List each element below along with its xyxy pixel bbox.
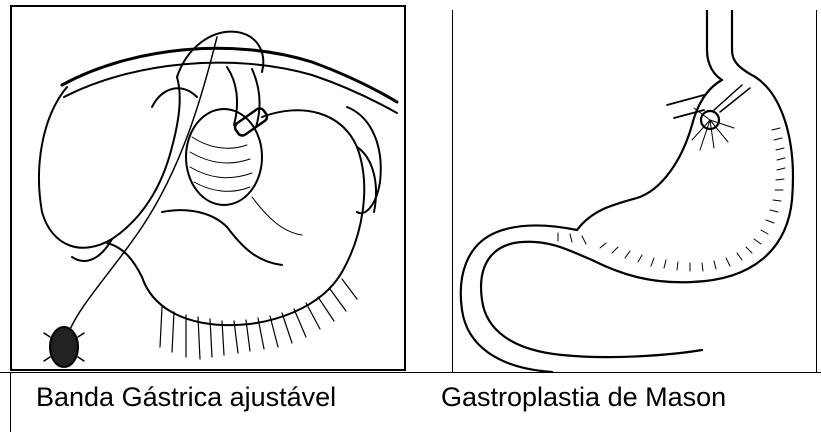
panel-left-edge xyxy=(452,10,453,372)
gastric-band-illustration xyxy=(12,7,404,369)
caption-strip-left-border xyxy=(10,373,11,432)
panel-right-edge xyxy=(816,10,817,372)
mason-gastroplasty-illustration xyxy=(452,10,821,372)
gastric-band-caption: Banda Gástrica ajustável xyxy=(36,382,336,413)
mason-gastroplasty-caption: Gastroplastia de Mason xyxy=(441,382,726,413)
gastric-band-panel xyxy=(10,5,406,371)
mason-gastroplasty-panel xyxy=(452,10,821,372)
